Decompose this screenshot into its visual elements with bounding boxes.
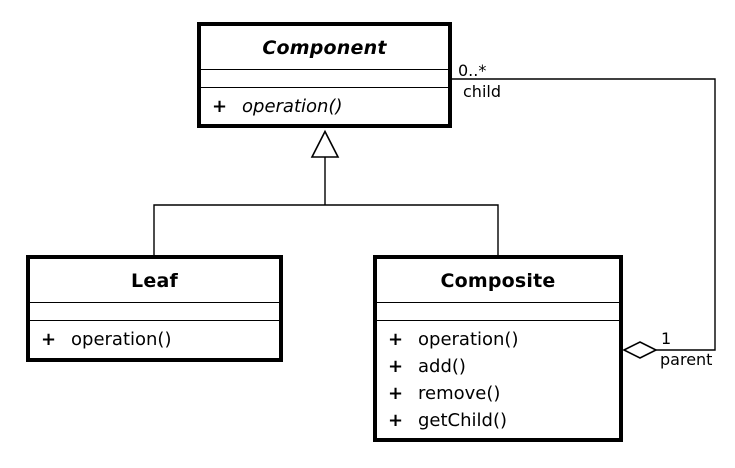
operations-compartment-leaf: + operation()	[30, 321, 279, 358]
attributes-compartment-composite	[377, 303, 619, 321]
operation-signature: operation()	[242, 95, 343, 117]
class-name: Component	[262, 36, 387, 59]
operation-signature: remove()	[418, 382, 501, 404]
attributes-compartment-component	[201, 70, 448, 88]
operation-signature: getChild()	[418, 409, 508, 431]
aggregation-edge	[452, 78, 716, 351]
role-parent: parent	[660, 350, 713, 369]
operations-compartment-composite: + operation() + add() + remove() + getCh…	[377, 321, 619, 438]
class-box-composite: Composite + operation() + add() + remove…	[373, 255, 623, 442]
class-box-leaf: Leaf + operation()	[26, 255, 283, 362]
visibility-symbol: +	[388, 409, 404, 431]
visibility-symbol: +	[388, 355, 404, 377]
class-title-component: Component	[201, 26, 448, 70]
multiplicity-parent: 1	[661, 329, 672, 348]
generalization-edge	[153, 204, 499, 255]
operation-signature: add()	[418, 355, 466, 377]
visibility-symbol: +	[388, 382, 404, 404]
visibility-symbol: +	[41, 329, 57, 350]
multiplicity-child: 0..*	[458, 61, 487, 80]
operation-signature: operation()	[71, 329, 172, 350]
generalization-triangle-icon	[310, 129, 340, 158]
operation-signature: operation()	[418, 328, 519, 350]
class-name: Composite	[440, 269, 556, 292]
operations-compartment-component: + operation()	[201, 88, 448, 124]
aggregation-diamond-icon	[622, 341, 658, 359]
operation-row: + add()	[388, 353, 619, 380]
visibility-symbol: +	[212, 95, 228, 117]
operation-row: + operation()	[212, 93, 448, 120]
class-name: Leaf	[131, 269, 178, 292]
operation-row: + getChild()	[388, 407, 619, 434]
operation-row: + operation()	[41, 326, 279, 353]
class-title-composite: Composite	[377, 259, 619, 303]
role-child: child	[463, 82, 501, 101]
operation-row: + operation()	[388, 326, 619, 353]
class-title-leaf: Leaf	[30, 259, 279, 303]
class-box-component: Component + operation()	[197, 22, 452, 128]
attributes-compartment-leaf	[30, 303, 279, 321]
operation-row: + remove()	[388, 380, 619, 407]
visibility-symbol: +	[388, 328, 404, 350]
